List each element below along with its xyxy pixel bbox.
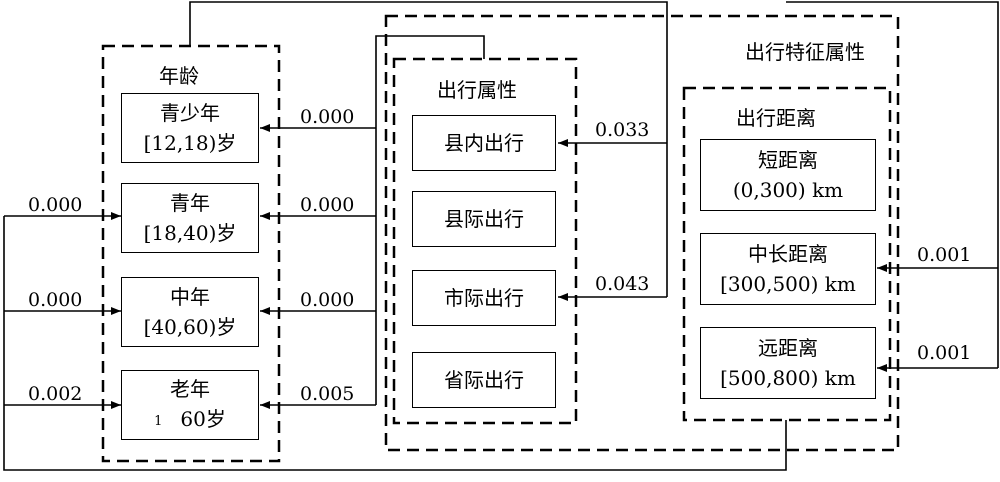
distance-box-midlong-name: 中长距离 (748, 242, 828, 266)
edge-label-attr-old: 0.005 (300, 383, 355, 405)
age-box-teen: 青少年 [12,18)岁 (121, 93, 259, 163)
age-box-middle-range: [40,60)岁 (143, 315, 237, 339)
age-box-old-name: 老年 (170, 376, 210, 401)
distance-box-far-name: 远距离 (758, 336, 818, 360)
travel-feature-group-title: 出行特征属性 (745, 40, 865, 64)
attr-box-interprovince: 省际出行 (412, 352, 556, 408)
edge-label-left-middle: 0.000 (28, 289, 83, 311)
distance-box-short-range: (0,300) km (732, 178, 844, 202)
travel-attr-group-title: 出行属性 (437, 78, 517, 102)
age-box-old-range: 60岁 (180, 406, 226, 431)
age-box-teen-range: [12,18)岁 (143, 131, 237, 155)
edge-label-right-midlong: 0.001 (917, 244, 972, 266)
age-box-old-prefix: 1 (154, 413, 163, 429)
edge-label-attr-teen: 0.000 (300, 106, 355, 128)
edge-label-right-far: 0.001 (917, 342, 972, 364)
distance-box-far: 远距离 [500,800) km (700, 327, 876, 399)
distance-box-short-name: 短距离 (758, 148, 818, 172)
distance-box-far-range: [500,800) km (720, 366, 856, 390)
attr-box-intercity: 市际出行 (412, 270, 556, 326)
edge-label-left-youth: 0.000 (28, 194, 83, 216)
age-box-teen-name: 青少年 (160, 101, 220, 125)
age-group-title: 年龄 (159, 64, 199, 88)
distance-box-midlong: 中长距离 [300,500) km (700, 233, 876, 305)
edge-label-attr-youth: 0.000 (300, 194, 355, 216)
age-box-youth-name: 青年 (170, 191, 210, 215)
top-feedback-line (189, 1, 668, 297)
attr-box-county-inter: 县际出行 (412, 191, 556, 247)
age-box-middle: 中年 [40,60)岁 (121, 277, 259, 347)
age-group-border (101, 44, 281, 463)
attr-box-county-inner: 县内出行 (412, 115, 556, 171)
travel-distance-group-border (682, 86, 892, 422)
distance-box-midlong-range: [300,500) km (720, 272, 856, 296)
left-feedback-line (3, 216, 787, 471)
edge-label-top-intercity: 0.043 (595, 273, 650, 295)
travel-distance-group-title: 出行距离 (736, 106, 816, 130)
age-box-middle-name: 中年 (170, 285, 210, 309)
edge-label-attr-middle: 0.000 (300, 289, 355, 311)
right-feedback-line (786, 1, 999, 368)
edge-label-top-county-inner: 0.033 (595, 119, 650, 141)
age-box-youth-range: [18,40)岁 (143, 221, 237, 245)
edge-label-left-old: 0.002 (28, 383, 83, 405)
attr-bus-line (375, 35, 485, 405)
travel-feature-group-border (384, 14, 900, 452)
age-box-youth: 青年 [18,40)岁 (121, 183, 259, 253)
age-box-old: 老年 1 60岁 (121, 370, 259, 440)
travel-attr-group-border (392, 57, 578, 425)
distance-box-short: 短距离 (0,300) km (700, 139, 876, 211)
